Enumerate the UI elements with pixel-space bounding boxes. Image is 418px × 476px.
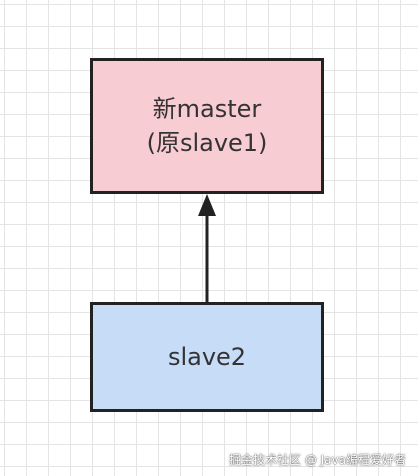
- slave2-node: slave2: [90, 302, 324, 412]
- watermark-text: 掘金技术社区 @ Java编程爱好者: [229, 453, 406, 467]
- master-node-subtitle: (原slave1): [146, 129, 268, 157]
- arrow-head: [198, 194, 216, 216]
- master-node: 新master (原slave1): [90, 58, 324, 194]
- slave2-node-label: slave2: [167, 343, 247, 371]
- master-node-title: 新master: [152, 95, 262, 123]
